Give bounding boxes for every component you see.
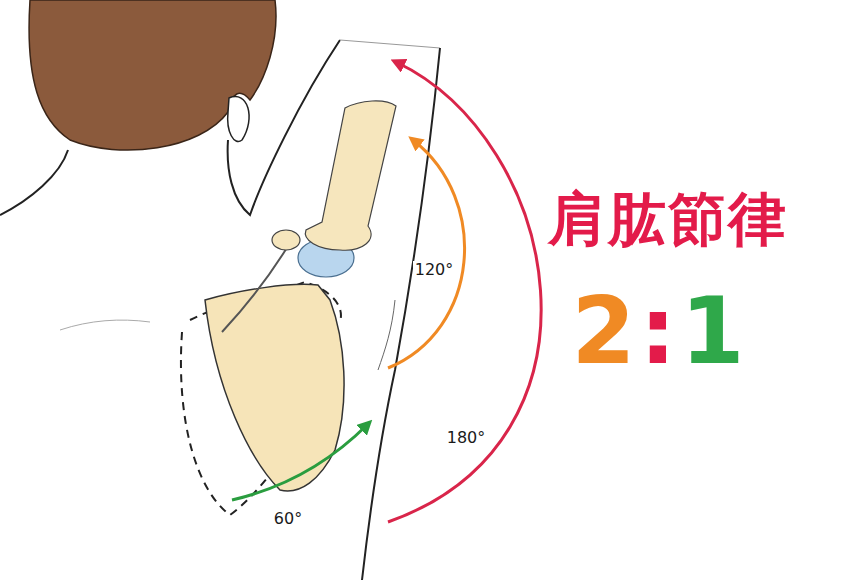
total-arrow [388, 62, 541, 522]
acromion [272, 230, 300, 250]
ratio-part: 1 [680, 278, 748, 385]
ratio-part: 2 [572, 278, 640, 385]
angle-label: 180° [445, 429, 488, 447]
label-holder: 180° [445, 429, 488, 447]
humerus [305, 101, 396, 250]
hair [29, 0, 276, 150]
title-holder: 肩肱節律 [548, 188, 788, 252]
scapula-arrow [232, 424, 368, 500]
arm-cut [340, 40, 440, 48]
ratio-part: : [640, 278, 681, 385]
title: 肩肱節律 [548, 188, 788, 252]
arm-crease [378, 300, 395, 370]
back-crease [60, 320, 150, 330]
label-holder: 2:1 [572, 281, 749, 382]
angle-label: 60° [272, 510, 304, 528]
ear [228, 97, 249, 142]
angle-label: 120° [413, 261, 456, 279]
glenohumeral-arrow [388, 140, 465, 368]
label-holder: 60° [272, 510, 304, 528]
ratio-label: 2:1 [572, 281, 749, 382]
neck-outline [0, 150, 68, 215]
label-holder: 120° [413, 261, 456, 279]
scapular-spine [222, 246, 288, 332]
